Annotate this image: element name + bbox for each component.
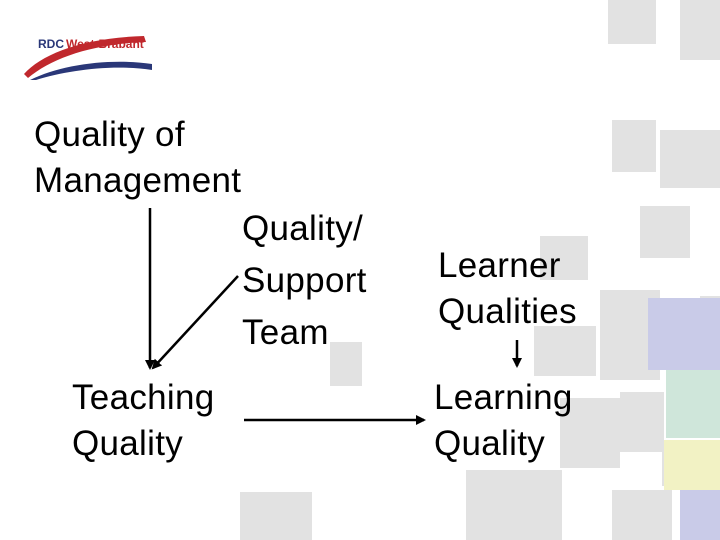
node-support-line2: Support — [242, 261, 367, 300]
logo-text-west-brabant: West-Brabant — [66, 37, 144, 51]
node-learner: Learner Qualities — [438, 243, 577, 335]
node-support-line1: Quality/ — [242, 209, 364, 248]
logo-swoosh-red — [24, 36, 146, 78]
node-learner-line1: Learner — [438, 246, 561, 285]
node-learning-line2: Quality — [434, 424, 546, 463]
bg-square — [660, 130, 720, 188]
node-support-line3: Team — [242, 313, 329, 352]
bg-square — [612, 120, 656, 172]
node-teaching-line1: Teaching — [72, 378, 215, 417]
bg-square-lavender — [680, 490, 720, 540]
bg-square — [540, 236, 588, 280]
node-support: Quality/ Support Team — [242, 203, 367, 359]
node-teaching-line2: Quality — [72, 424, 184, 463]
bg-square — [330, 342, 362, 386]
bg-square — [620, 392, 664, 452]
node-management: Quality of Management — [34, 112, 241, 204]
bg-square — [534, 326, 596, 376]
node-learning: Learning Quality — [434, 375, 573, 467]
bg-square-lavender — [648, 298, 720, 370]
logo-swoosh-navy — [30, 61, 152, 80]
node-learner-line2: Qualities — [438, 292, 577, 331]
bg-square-mint — [666, 370, 720, 438]
bg-square — [640, 206, 690, 258]
rdc-west-brabant-logo: RDC West-Brabant — [24, 36, 152, 80]
node-management-line2: Management — [34, 161, 242, 200]
bg-square — [608, 0, 656, 44]
bg-square — [466, 470, 562, 540]
node-teaching: Teaching Quality — [72, 375, 215, 467]
bg-square — [240, 492, 312, 540]
logo-text: RDC — [38, 37, 64, 51]
bg-square — [680, 0, 720, 60]
bg-square-yellow — [664, 440, 720, 490]
node-management-line1: Quality of — [34, 115, 185, 154]
node-learning-line1: Learning — [434, 378, 573, 417]
bg-square — [612, 490, 672, 540]
bg-square — [560, 398, 620, 468]
